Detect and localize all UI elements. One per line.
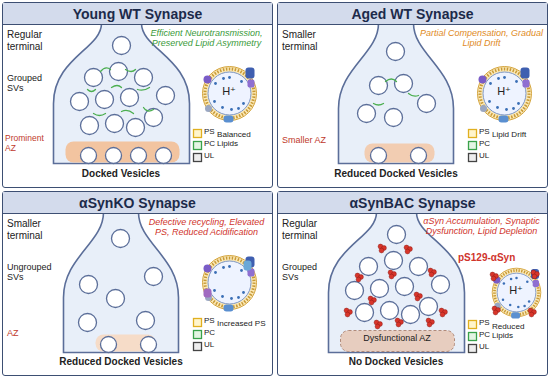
annotation-label: UL — [479, 342, 489, 351]
annotation-label: Smaller terminal — [282, 29, 336, 52]
annotation-label: UL — [204, 340, 214, 349]
annotation-label: PS — [204, 316, 215, 325]
synapse-panel: αSynKO SynapseSmaller terminal Defective … — [2, 191, 273, 376]
annotation-label: Defective recycling, Elevated PS, Reduce… — [143, 217, 270, 238]
annotation-label: Prominent AZ — [5, 134, 51, 154]
annotation-label: PC — [479, 139, 490, 148]
annotation-label: H⁺ — [215, 85, 243, 98]
annotation-label: Docked Vesicles — [51, 168, 191, 180]
synapse-panel: Aged WT SynapseSmaller terminal Partial C… — [277, 2, 548, 188]
annotation-label: Dysfunctional AZ — [340, 333, 454, 343]
panel-title: Young WT Synapse — [73, 6, 203, 22]
panel-header: Aged WT Synapse — [278, 3, 547, 25]
annotation-label: PC — [479, 330, 490, 339]
annotation-label: PC — [204, 328, 215, 337]
annotation-label: Regular terminal — [7, 29, 53, 52]
panel-header: αSynKO Synapse — [3, 192, 272, 214]
annotation-label: Regular terminal — [282, 218, 328, 241]
annotation-label: H⁺ — [502, 284, 530, 297]
panel-title: αSynKO Synapse — [79, 195, 196, 211]
panel-title: Aged WT Synapse — [351, 6, 473, 22]
annotation-label: Increased PS — [217, 319, 271, 328]
annotation-label: PS — [479, 127, 490, 136]
annotation-label: Reduced Docked Vesicles — [31, 356, 211, 368]
annotation-label: Efficient Neurotransmission, Preserved L… — [143, 28, 270, 49]
annotation-label: Smaller AZ — [282, 135, 334, 145]
panel-header: αSynBAC Synapse — [278, 192, 547, 214]
annotation-label: AZ — [7, 328, 47, 338]
annotation-label: Partial Compensation, Gradual Lipid Drif… — [418, 28, 545, 49]
panel-title: αSynBAC Synapse — [349, 195, 475, 211]
annotation-label: Grouped SVs — [282, 262, 324, 283]
annotation-label: Lipid Drift — [492, 130, 546, 139]
annotation-label: UL — [204, 151, 214, 160]
synapse-panel: αSynBAC SynapseRegular terminal αSyn Accu… — [277, 191, 548, 376]
annotation-label: Grouped SVs — [7, 73, 49, 94]
annotation-label: Reduced Lipids — [492, 322, 546, 341]
annotation-label: Smaller terminal — [7, 218, 61, 241]
synapse-panel: Young WT SynapseRegular terminal Efficien… — [2, 2, 273, 188]
annotation-label: Ungrouped SVs — [7, 262, 61, 283]
annotation-label: PC — [204, 139, 215, 148]
annotation-label: Balanced Lipids — [217, 130, 271, 149]
annotation-label: Reduced Docked Vesicles — [306, 168, 486, 180]
annotation-label: No Docked Vesicles — [306, 356, 486, 368]
annotation-label: pS129-αSyn — [458, 252, 528, 264]
annotation-label: PS — [204, 127, 215, 136]
annotation-label: UL — [479, 151, 489, 160]
annotation-label: H⁺ — [490, 85, 518, 98]
panel-header: Young WT Synapse — [3, 3, 272, 25]
annotation-label: αSyn Accumulation, Synaptic Dysfunction,… — [418, 216, 545, 237]
annotation-label: PS — [479, 318, 490, 327]
